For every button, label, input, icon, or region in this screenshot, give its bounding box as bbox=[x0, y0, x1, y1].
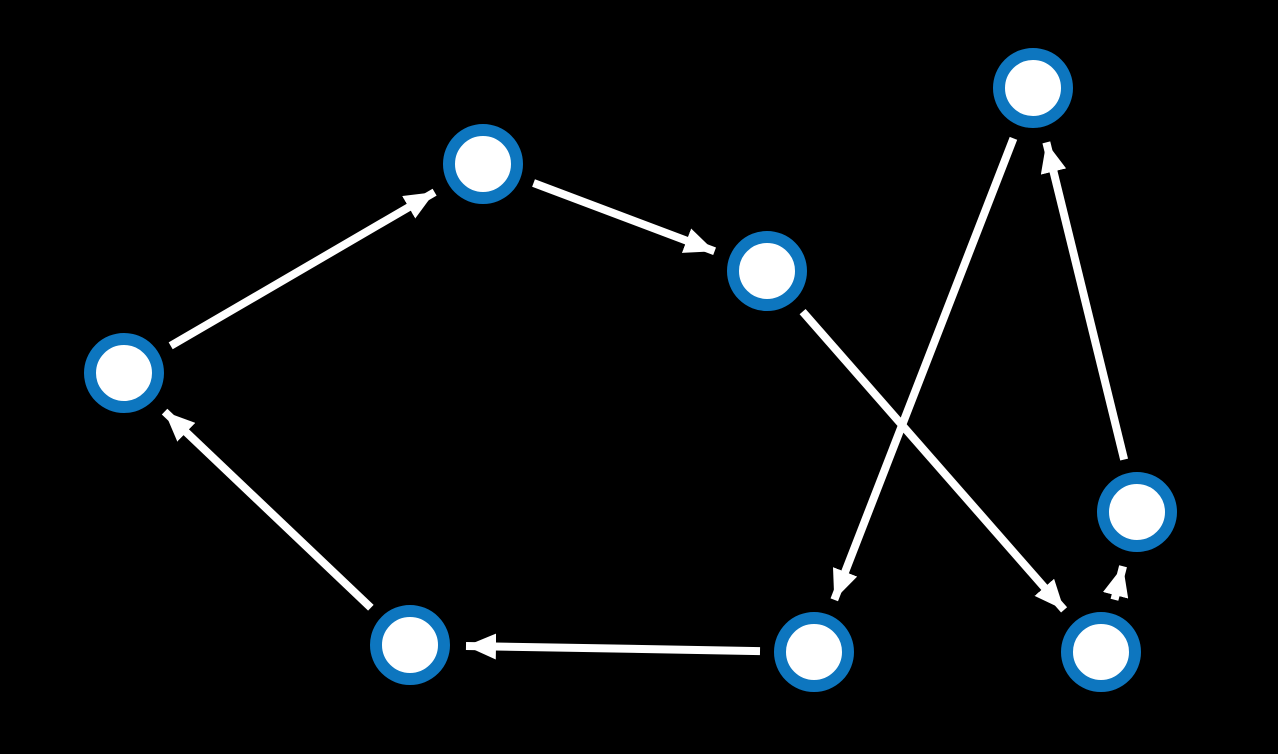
node-right bbox=[1097, 472, 1177, 552]
node-bottom-left bbox=[370, 605, 450, 685]
edge-node-left-to-node-upper-middle bbox=[168, 188, 437, 350]
node-middle bbox=[727, 231, 807, 311]
edge-node-middle-to-node-bottom-right bbox=[799, 308, 1068, 613]
node-top-right bbox=[993, 48, 1073, 128]
edge-node-bottom-left-to-node-left bbox=[161, 408, 374, 611]
node-left bbox=[84, 333, 164, 413]
node-upper-middle bbox=[443, 124, 523, 204]
edge-node-bottom-right-to-node-right bbox=[1102, 565, 1129, 601]
edge-node-top-right-to-node-bottom-middle bbox=[830, 136, 1018, 602]
node-bottom-middle bbox=[774, 612, 854, 692]
edge-node-right-to-node-top-right bbox=[1040, 141, 1129, 461]
node-bottom-right bbox=[1061, 612, 1141, 692]
edge-node-upper-middle-to-node-middle bbox=[532, 179, 717, 255]
edge-node-bottom-middle-to-node-bottom-left bbox=[465, 633, 761, 660]
